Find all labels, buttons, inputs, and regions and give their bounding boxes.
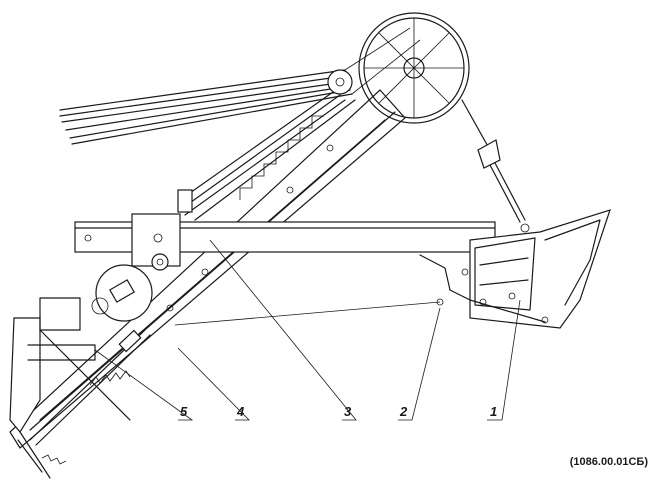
drawing-code: (1086.00.01СБ) <box>569 456 648 468</box>
trip-rod <box>174 254 451 326</box>
boom-upper-structure <box>179 79 356 221</box>
dipper-bucket <box>449 209 611 329</box>
lower-frame <box>9 297 131 479</box>
hoist-ropes <box>59 27 421 145</box>
spring-rod <box>29 329 151 446</box>
tie-rods <box>177 94 346 216</box>
callout-5: 5 <box>180 404 188 419</box>
boom <box>9 89 406 449</box>
shipper-shaft-drum <box>91 264 153 322</box>
callout-2: 2 <box>399 404 408 419</box>
callout-leaders <box>94 239 521 421</box>
callout-3: 3 <box>344 404 352 419</box>
boom-point-sheave <box>327 69 353 95</box>
callout-1: 1 <box>490 404 497 419</box>
dipper-handle <box>74 213 496 271</box>
bail-link <box>461 99 526 223</box>
callout-4: 4 <box>236 404 245 419</box>
head-sheave <box>358 12 470 124</box>
